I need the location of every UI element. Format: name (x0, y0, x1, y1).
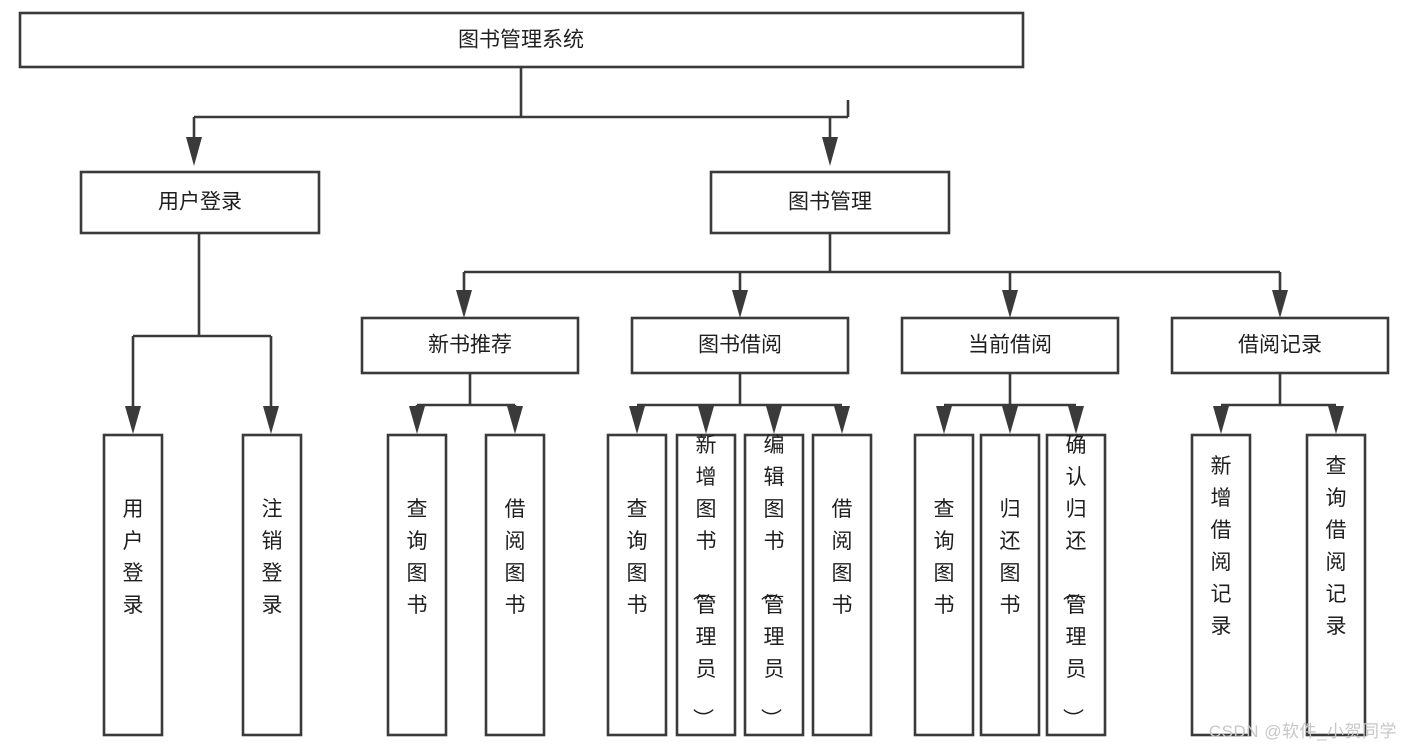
node-borrow-record-label: 借阅记录 (1238, 334, 1322, 357)
leaf-book-borrow-1-box[interactable] (606, 433, 668, 737)
leaf-node-book-borrow-3[interactable]: 编辑图书（管理员） (743, 433, 805, 737)
arrowhead-current-borrow (1002, 290, 1018, 318)
node-borrow-record-box[interactable] (1170, 316, 1390, 375)
arrowhead-leaf-bookborrow-4 (834, 406, 850, 434)
csdn-watermark: CSDN @软件_小贺同学 (1208, 722, 1397, 741)
connector-group-user-login (125, 234, 279, 434)
node-new-book-recommend-box[interactable] (360, 316, 580, 375)
arrowhead-borrow-record (1272, 290, 1288, 318)
arrowhead-leaf-newbook-2 (507, 406, 523, 434)
node-book-borrow-box[interactable] (630, 316, 850, 375)
leaf-new-book-recommend-2-box[interactable] (484, 433, 546, 737)
leaf-user-login-2-box[interactable] (241, 433, 303, 737)
arrowhead-leaf-user-login-2 (263, 406, 279, 434)
leaf-user-login-1-label: 用户登录 (123, 498, 144, 617)
arrowhead-book-borrow (732, 290, 748, 318)
node-root[interactable]: 图书管理系统 (18, 11, 1025, 69)
node-current-borrow-label: 当前借阅 (968, 334, 1052, 357)
leaf-current-borrow-1-box[interactable] (913, 433, 975, 737)
connector-group-current-borrow (936, 373, 1084, 434)
connector-group-borrow-record (1213, 373, 1344, 434)
node-current-borrow-box[interactable] (900, 316, 1120, 375)
leaf-book-borrow-3-label: 编辑图书（管理员） (759, 434, 785, 729)
leaf-new-book-recommend-2-label: 借阅图书 (505, 498, 526, 617)
arrowhead-new-book-recommend (456, 290, 472, 318)
leaf-node-book-borrow-1[interactable]: 查询图书 (606, 433, 668, 737)
node-root-label: 图书管理系统 (458, 29, 584, 52)
node-borrow-record[interactable]: 借阅记录 (1170, 316, 1390, 375)
arrowhead-leaf-bookborrow-3 (766, 406, 782, 434)
node-user-login-label: 用户登录 (158, 191, 242, 214)
connector-group-root (186, 68, 850, 166)
connector-group-new-book-recommend (409, 373, 523, 434)
leaf-book-borrow-4-box[interactable] (811, 433, 873, 737)
leaf-new-book-recommend-1-box[interactable] (386, 433, 448, 737)
leaf-user-login-2-label: 注销登录 (262, 498, 283, 617)
leaf-current-borrow-2-label: 归还图书 (1000, 498, 1021, 617)
node-root-box[interactable] (18, 11, 1025, 69)
leaf-book-borrow-3-box[interactable] (743, 433, 805, 737)
arrowhead-leaf-currentborrow-3 (1068, 406, 1084, 434)
connector-group-book-mgmt (456, 234, 1288, 318)
leaf-borrow-record-2-label: 查询借阅记录 (1326, 455, 1347, 638)
leaf-new-book-recommend-1-label: 查询图书 (407, 498, 428, 617)
arrowhead-leaf-borrowrecord-2 (1328, 406, 1344, 434)
leaf-book-borrow-4-label: 借阅图书 (832, 498, 853, 617)
leaf-node-borrow-record-2[interactable]: 查询借阅记录 (1305, 433, 1367, 737)
arrowhead-leaf-currentborrow-2 (1002, 406, 1018, 434)
node-book-borrow-label: 图书借阅 (698, 334, 782, 357)
node-book-management-box[interactable] (709, 170, 951, 235)
leaf-book-borrow-2-label: 新增图书（管理员） (691, 434, 717, 729)
arrowhead-user-login (186, 137, 202, 166)
leaf-book-borrow-1-label: 查询图书 (627, 498, 648, 617)
leaf-current-borrow-3-box[interactable] (1045, 433, 1107, 737)
leaf-user-login-1-box[interactable] (102, 433, 164, 737)
leaf-node-borrow-record-1[interactable]: 新增借阅记录 (1190, 433, 1252, 737)
node-new-book-recommend-label: 新书推荐 (428, 334, 512, 357)
arrowhead-leaf-user-login-1 (125, 406, 141, 434)
leaf-current-borrow-1-label: 查询图书 (934, 498, 955, 617)
node-user-login[interactable]: 用户登录 (79, 170, 321, 235)
node-book-management[interactable]: 图书管理 (709, 170, 951, 235)
arrowhead-leaf-bookborrow-2 (698, 406, 714, 434)
arrowhead-book-mgmt (822, 137, 838, 166)
leaf-borrow-record-1-box[interactable] (1190, 433, 1252, 737)
connector-group-book-borrow (629, 373, 850, 434)
node-user-login-box[interactable] (79, 170, 321, 235)
node-new-book-recommend[interactable]: 新书推荐 (360, 316, 580, 375)
leaf-book-borrow-2-box[interactable] (675, 433, 737, 737)
leaf-node-new-book-recommend-1[interactable]: 查询图书 (386, 433, 448, 737)
leaf-node-user-login-1[interactable]: 用户登录 (102, 433, 164, 737)
leaf-node-new-book-recommend-2[interactable]: 借阅图书 (484, 433, 546, 737)
arrowhead-leaf-newbook-1 (409, 406, 425, 434)
node-book-borrow[interactable]: 图书借阅 (630, 316, 850, 375)
node-current-borrow[interactable]: 当前借阅 (900, 316, 1120, 375)
leaf-node-book-borrow-2[interactable]: 新增图书（管理员） (675, 433, 737, 737)
leaf-borrow-record-2-box[interactable] (1305, 433, 1367, 737)
leaf-current-borrow-2-box[interactable] (979, 433, 1041, 737)
leaf-node-current-borrow-2[interactable]: 归还图书 (979, 433, 1041, 737)
arrowhead-leaf-bookborrow-1 (629, 406, 645, 434)
arrowhead-leaf-currentborrow-1 (936, 406, 952, 434)
leaf-node-current-borrow-3[interactable]: 确认归还（管理员） (1045, 433, 1107, 737)
leaf-node-book-borrow-4[interactable]: 借阅图书 (811, 433, 873, 737)
arrowhead-leaf-borrowrecord-1 (1213, 406, 1229, 434)
leaf-borrow-record-1-label: 新增借阅记录 (1211, 455, 1232, 638)
leaf-current-borrow-3-label: 确认归还（管理员） (1061, 434, 1087, 729)
node-book-management-label: 图书管理 (788, 191, 872, 214)
leaf-node-user-login-2[interactable]: 注销登录 (241, 433, 303, 737)
leaf-node-current-borrow-1[interactable]: 查询图书 (913, 433, 975, 737)
